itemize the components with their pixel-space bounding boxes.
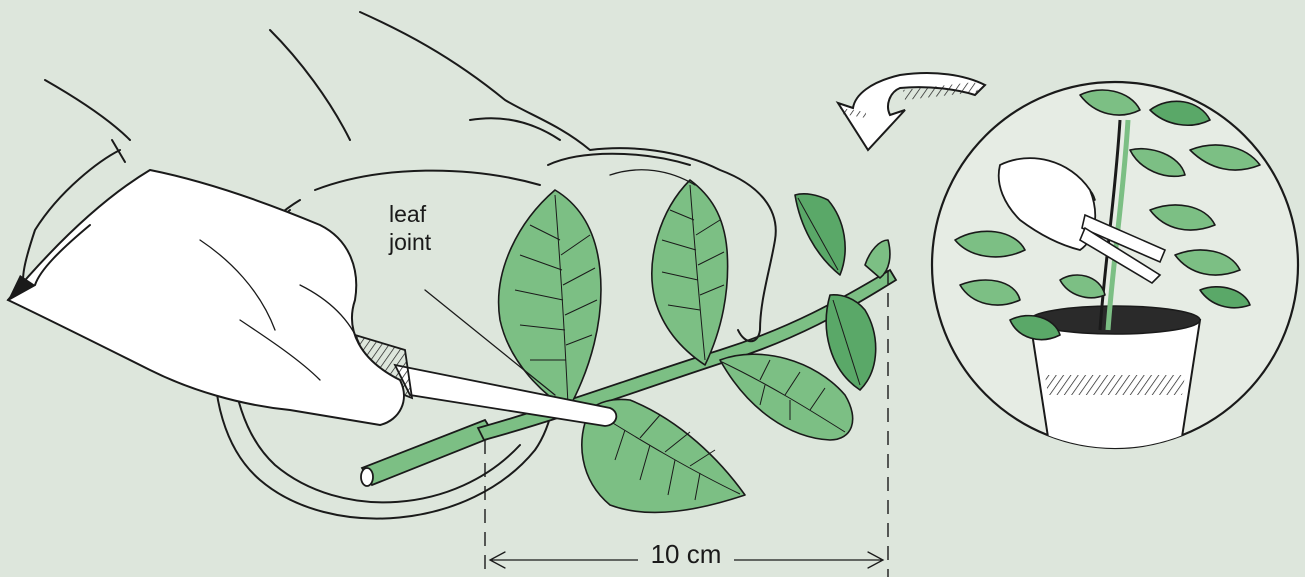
curved-arrow-icon: [838, 73, 985, 150]
leaf: [652, 180, 728, 365]
leaf: [826, 295, 875, 390]
leaf: [795, 194, 845, 275]
leaf-joint-label: leaf joint: [389, 200, 469, 256]
leaf-joint-label-line2: joint: [389, 228, 469, 256]
leaves: [499, 180, 890, 512]
left-hand: [8, 140, 404, 425]
measurement-label: 10 cm: [638, 540, 734, 568]
leaf-joint-label-line1: leaf: [389, 200, 469, 228]
cut-stem: [361, 420, 495, 486]
leaf: [720, 354, 853, 440]
leaf: [499, 190, 601, 410]
inset-potted-plant: [932, 82, 1298, 450]
